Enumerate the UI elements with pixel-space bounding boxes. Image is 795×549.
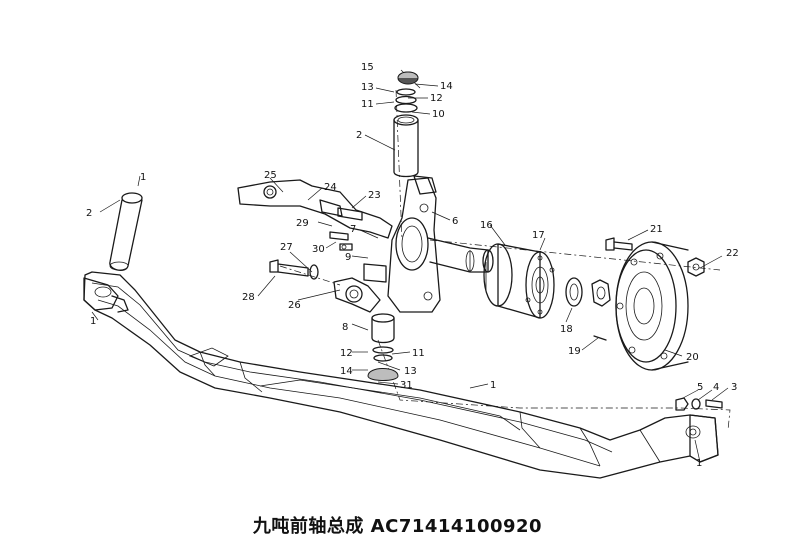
callout-c22: 22 — [726, 248, 739, 259]
callout-c23: 23 — [368, 190, 381, 201]
callout-c11a: 11 — [361, 99, 374, 110]
callout-c11b: 11 — [412, 348, 425, 359]
callout-c29: 29 — [296, 218, 309, 229]
callout-c28: 28 — [242, 292, 255, 303]
diagram-caption: 九吨前轴总成 AC71414100920 — [252, 516, 543, 537]
steering-knuckle — [387, 175, 494, 313]
front-axle-beam — [83, 271, 719, 479]
callout-c15: 15 — [361, 62, 374, 73]
callout-c12a: 12 — [430, 93, 443, 104]
bolt-group-left — [329, 231, 353, 251]
callout-labels: 1514131211102252423297302796282616172122… — [86, 62, 739, 469]
bolt-21 — [605, 237, 633, 251]
hub-nut — [591, 279, 611, 307]
callout-c16: 16 — [480, 220, 493, 231]
callout-c9: 9 — [345, 252, 351, 263]
wheel-hub — [483, 243, 555, 319]
callout-c12b: 12 — [340, 348, 353, 359]
callout-c17: 17 — [532, 230, 545, 241]
bearing-seal — [565, 277, 583, 307]
callout-c2b: 2 — [86, 208, 92, 219]
callout-c13b: 13 — [404, 366, 417, 377]
callout-c21: 21 — [650, 224, 663, 235]
callout-c8: 8 — [342, 322, 348, 333]
callout-c25: 25 — [264, 170, 277, 181]
brake-drum — [615, 241, 689, 371]
callout-c7: 7 — [350, 224, 356, 235]
king-pin-upper — [393, 71, 419, 178]
callout-c3: 3 — [731, 382, 737, 393]
callout-c1c: 1 — [490, 380, 496, 391]
callout-c14b: 14 — [340, 366, 353, 377]
callout-c27: 27 — [280, 242, 293, 253]
tie-rod-arm-assembly — [269, 259, 387, 313]
king-pin-left — [109, 192, 143, 272]
callout-c5: 5 — [697, 382, 703, 393]
callout-c26: 26 — [288, 300, 301, 311]
king-pin-lower — [367, 313, 399, 381]
callout-c18: 18 — [560, 324, 573, 335]
callout-c24: 24 — [324, 182, 337, 193]
callout-c6: 6 — [452, 216, 458, 227]
callout-c14a: 14 — [440, 81, 453, 92]
callout-c13a: 13 — [361, 82, 374, 93]
bolt-group-right — [675, 397, 723, 411]
cotter-pin — [593, 335, 607, 341]
steering-arm — [237, 179, 393, 239]
callout-c4: 4 — [713, 382, 719, 393]
callout-c31: 31 — [400, 380, 413, 391]
callout-c1b: 1 — [90, 316, 96, 327]
callout-c10: 10 — [432, 109, 445, 120]
callout-c2a: 2 — [356, 130, 362, 141]
leader-lines — [91, 69, 731, 463]
callout-c20: 20 — [686, 352, 699, 363]
callout-c1a: 1 — [140, 172, 146, 183]
callout-c30: 30 — [312, 244, 325, 255]
callout-c19: 19 — [568, 346, 581, 357]
callout-c1d: 1 — [696, 458, 702, 469]
nut-22 — [687, 257, 705, 277]
